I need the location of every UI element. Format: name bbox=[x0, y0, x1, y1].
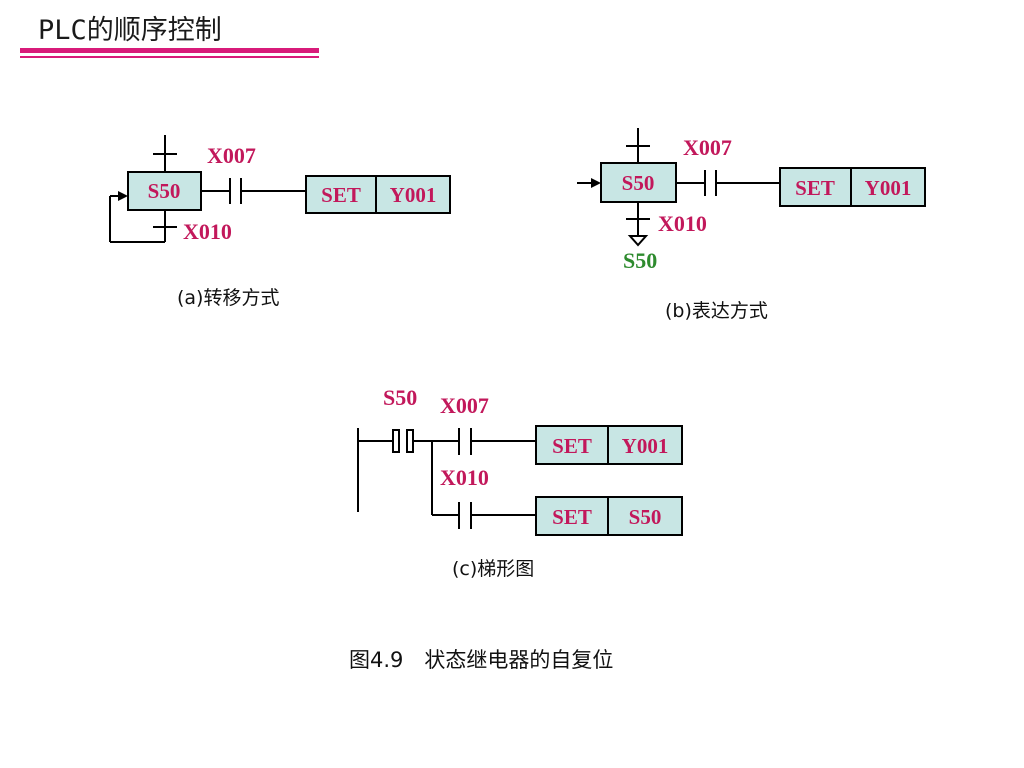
c-caption: (c)梯形图 bbox=[452, 558, 534, 580]
b-jump-arrow-icon bbox=[627, 235, 649, 247]
page-title: PLC的顺序控制 bbox=[38, 15, 222, 46]
c-x007-label: X007 bbox=[440, 393, 489, 418]
b-arrow-icon bbox=[591, 178, 601, 188]
c-stl-label: S50 bbox=[383, 385, 417, 410]
c-row1-output: Y001 bbox=[622, 434, 669, 458]
a-caption: (a)转移方式 bbox=[177, 287, 279, 309]
a-loop-arrow-icon bbox=[118, 191, 128, 201]
diagram-a: S50 X007 SET Y001 X010 (a)转移方式 bbox=[109, 135, 451, 309]
a-output-label: Y001 bbox=[390, 183, 437, 207]
a-set-box bbox=[305, 175, 451, 214]
c-stl-left bbox=[392, 429, 400, 453]
c-stl-right bbox=[406, 429, 414, 453]
c-row2-set: SET bbox=[552, 505, 592, 529]
b-step-label: S50 bbox=[622, 171, 655, 195]
b-output-label: Y001 bbox=[865, 176, 912, 200]
b-caption: (b)表达方式 bbox=[665, 300, 768, 322]
c-x010-label: X010 bbox=[440, 465, 489, 490]
a-contact-top-label: X007 bbox=[207, 143, 256, 168]
c-row2-output: S50 bbox=[629, 505, 662, 529]
b-set-box bbox=[779, 167, 926, 207]
a-set-label: SET bbox=[321, 183, 361, 207]
b-target-step-label: S50 bbox=[623, 248, 657, 273]
c-row1-set: SET bbox=[552, 434, 592, 458]
b-set-label: SET bbox=[795, 176, 835, 200]
diagram-c: S50 X007 SET Y001 X010 SET S50 (c)梯形图 bbox=[357, 385, 683, 580]
b-contact-top-label: X007 bbox=[683, 135, 732, 160]
a-step-label: S50 bbox=[148, 179, 181, 203]
b-step-box bbox=[600, 162, 677, 203]
diagram-b: S50 X007 SET Y001 X010 S50 (b)表达方式 bbox=[577, 128, 926, 322]
a-contact-bottom-label: X010 bbox=[183, 219, 232, 244]
title-underline-thin bbox=[20, 56, 319, 58]
title-underline bbox=[20, 48, 319, 53]
b-contact-bottom-label: X010 bbox=[658, 211, 707, 236]
figure-caption: 图4.9 状态继电器的自复位 bbox=[349, 648, 613, 672]
